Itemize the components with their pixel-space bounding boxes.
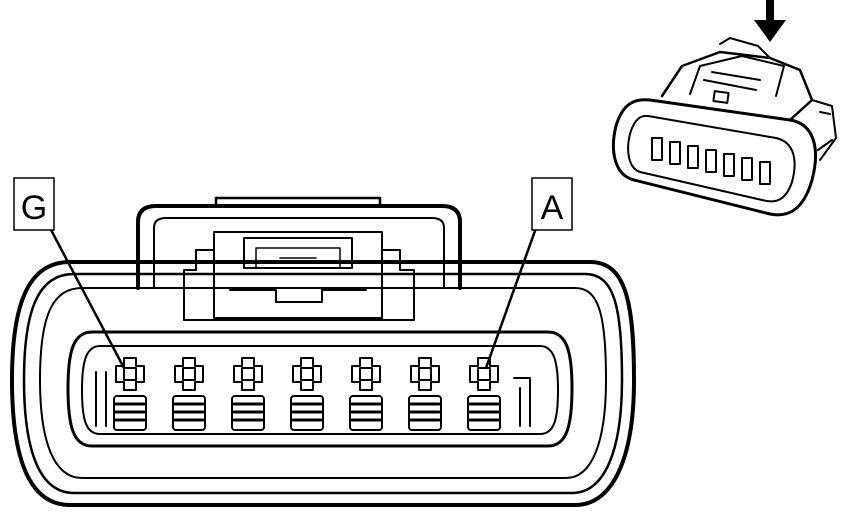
iso-body-outline (612, 98, 817, 217)
latch-right-step (381, 249, 415, 321)
cavity-outer (66, 330, 574, 448)
iso-face-inner (627, 114, 796, 203)
latch-frame (213, 231, 383, 319)
iso-terminal-c (723, 153, 735, 177)
iso-side-ribs (811, 99, 837, 161)
latch-left-step (183, 249, 215, 321)
terminal-e (231, 357, 265, 431)
iso-terminal-row (651, 137, 771, 185)
label-g: G (13, 177, 55, 231)
label-g-text: G (21, 189, 47, 227)
iso-terminal-g (651, 137, 663, 161)
connector-shell-line-2 (22, 272, 624, 495)
connector-outer-shell (10, 260, 636, 507)
latch-tab (229, 289, 367, 303)
iso-terminal-d (705, 149, 717, 173)
latch-window-detail (255, 247, 341, 269)
latch-top-rib (214, 196, 382, 208)
connector-face-view (10, 196, 636, 507)
iso-terminal-f (669, 141, 681, 165)
latch-hood-inner (153, 217, 445, 289)
terminal-row (113, 357, 501, 431)
iso-latch (689, 37, 785, 97)
leader-line-a (484, 226, 538, 370)
terminal-d (290, 357, 324, 431)
iso-terminal-e (687, 145, 699, 169)
label-a-box (531, 177, 573, 231)
terminal-f (172, 357, 206, 431)
connector-shell-line-3 (39, 287, 607, 479)
latch-hood-outer (136, 204, 462, 290)
terminal-a (467, 357, 501, 431)
leader-line-g (48, 226, 126, 370)
cavity-inner (81, 345, 559, 435)
terminal-c (349, 357, 383, 431)
terminal-g (113, 357, 147, 431)
label-a-text: A (541, 189, 564, 227)
label-a: A (531, 177, 573, 231)
label-g-box (13, 177, 55, 231)
iso-latch-window (712, 90, 730, 104)
terminal-b (408, 357, 442, 431)
connector-iso-view (612, 0, 837, 217)
iso-terminal-a (759, 161, 771, 185)
cavity-left-rail (95, 371, 107, 427)
cavity-right-rail (513, 377, 531, 427)
iso-terminal-b (741, 157, 753, 181)
down-arrow-icon (754, 0, 786, 42)
latch-window (243, 237, 353, 269)
